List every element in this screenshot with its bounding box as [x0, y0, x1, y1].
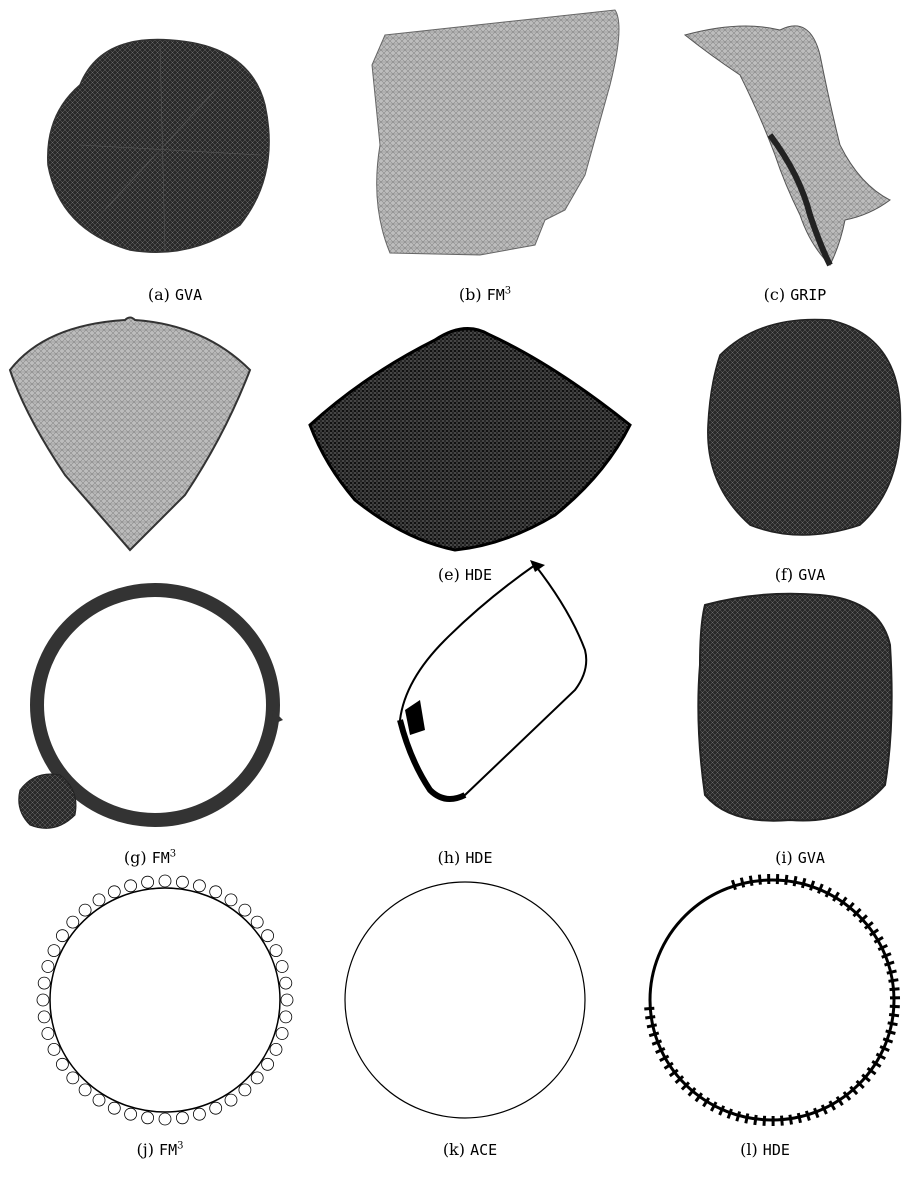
- tick-mark: [806, 1111, 809, 1121]
- panel-d-image: [5, 315, 255, 555]
- caption-i: (i) GVA: [735, 848, 865, 867]
- loop-mark: [93, 894, 105, 906]
- tick-mark: [890, 1006, 900, 1007]
- loop-mark: [239, 904, 251, 916]
- loop-mark: [193, 880, 205, 892]
- tick-mark: [764, 1116, 765, 1126]
- tick-mark: [649, 1033, 659, 1036]
- panel-h-image: [385, 560, 605, 810]
- caption-g: (g) FM3: [85, 848, 215, 867]
- caption-k: (k) ACE: [405, 1140, 535, 1159]
- loop-mark: [142, 876, 154, 888]
- loop-mark: [210, 1102, 222, 1114]
- panel-e-image: [305, 315, 635, 555]
- panel-i-image: [690, 585, 900, 835]
- loop-mark: [176, 876, 188, 888]
- loop-mark: [225, 894, 237, 906]
- tick-mark: [645, 1017, 655, 1018]
- loop-mark: [48, 1043, 60, 1055]
- loop-mark: [108, 886, 120, 898]
- tick-mark: [790, 1115, 792, 1125]
- tick-mark: [759, 875, 760, 885]
- tick-mark: [798, 1113, 800, 1123]
- caption-c: (c) GRIP: [730, 285, 860, 304]
- loop-mark: [48, 945, 60, 957]
- loop-mark: [93, 1094, 105, 1106]
- tick-mark: [794, 876, 796, 886]
- panel-a-image: [40, 25, 280, 260]
- tick-mark: [746, 1114, 748, 1124]
- loop-mark: [37, 994, 49, 1006]
- caption-a: (a) GVA: [110, 285, 240, 304]
- tick-mark: [885, 962, 895, 965]
- panel-l-image: [640, 870, 905, 1130]
- loop-mark: [38, 977, 50, 989]
- caption-l: (l) HDE: [700, 1140, 830, 1159]
- tick-mark: [732, 880, 735, 890]
- loop-mark: [276, 961, 288, 973]
- tick-mark: [815, 1108, 819, 1117]
- tick-mark: [886, 1031, 896, 1034]
- panel-j-image: [30, 870, 300, 1130]
- loop-mark: [79, 904, 91, 916]
- tick-mark: [889, 1015, 899, 1016]
- loop-mark: [38, 1011, 50, 1023]
- loop-mark: [108, 1102, 120, 1114]
- loop-mark: [56, 930, 68, 942]
- loop-mark: [142, 1112, 154, 1124]
- loop-mark: [42, 1028, 54, 1040]
- loop-mark: [67, 916, 79, 928]
- tick-mark: [802, 878, 805, 888]
- tick-mark: [750, 876, 752, 886]
- loop-mark: [251, 916, 263, 928]
- panel-b-image: [360, 5, 630, 265]
- caption-j: (j) FM3: [95, 1140, 225, 1159]
- loop-mark: [79, 1084, 91, 1096]
- tick-mark: [888, 1023, 898, 1025]
- tick-mark: [644, 1008, 654, 1009]
- tick-mark: [728, 1109, 731, 1118]
- tick-mark: [647, 1025, 657, 1027]
- loop-mark: [262, 1058, 274, 1070]
- tick-mark: [883, 1039, 892, 1042]
- panel-c-image: [680, 15, 895, 270]
- loop-mark: [67, 1072, 79, 1084]
- tick-mark: [737, 1112, 740, 1122]
- panel-k-image: [335, 870, 595, 1130]
- loop-mark: [125, 1108, 137, 1120]
- loop-mark: [159, 1113, 171, 1125]
- tick-mark: [882, 954, 891, 958]
- loop-mark: [280, 977, 292, 989]
- loop-mark: [270, 945, 282, 957]
- loop-mark: [225, 1094, 237, 1106]
- tick-mark: [755, 1115, 756, 1125]
- loop-mark: [280, 1011, 292, 1023]
- caption-b: (b) FM3: [420, 285, 550, 304]
- tick-mark: [889, 980, 899, 982]
- loop-mark: [262, 930, 274, 942]
- tick-mark: [811, 881, 814, 890]
- loop-mark: [193, 1108, 205, 1120]
- loop-mark: [276, 1028, 288, 1040]
- tick-mark: [782, 1116, 783, 1126]
- tick-mark: [887, 971, 897, 973]
- loop-mark: [176, 1112, 188, 1124]
- panel-f-image: [700, 315, 905, 545]
- loop-mark: [281, 994, 293, 1006]
- caption-h: (h) HDE: [400, 848, 530, 867]
- loop-mark: [251, 1072, 263, 1084]
- loop-mark: [42, 961, 54, 973]
- loop-mark: [56, 1058, 68, 1070]
- tick-mark: [786, 875, 787, 885]
- loop-mark: [270, 1043, 282, 1055]
- loop-mark: [239, 1084, 251, 1096]
- tick-mark: [890, 989, 900, 990]
- panel-g-image: [15, 580, 285, 840]
- loop-mark: [125, 880, 137, 892]
- tick-mark: [741, 878, 743, 888]
- tick-mark: [652, 1041, 661, 1045]
- loop-mark: [210, 886, 222, 898]
- caption-f: (f) GVA: [735, 565, 865, 584]
- loop-mark: [159, 875, 171, 887]
